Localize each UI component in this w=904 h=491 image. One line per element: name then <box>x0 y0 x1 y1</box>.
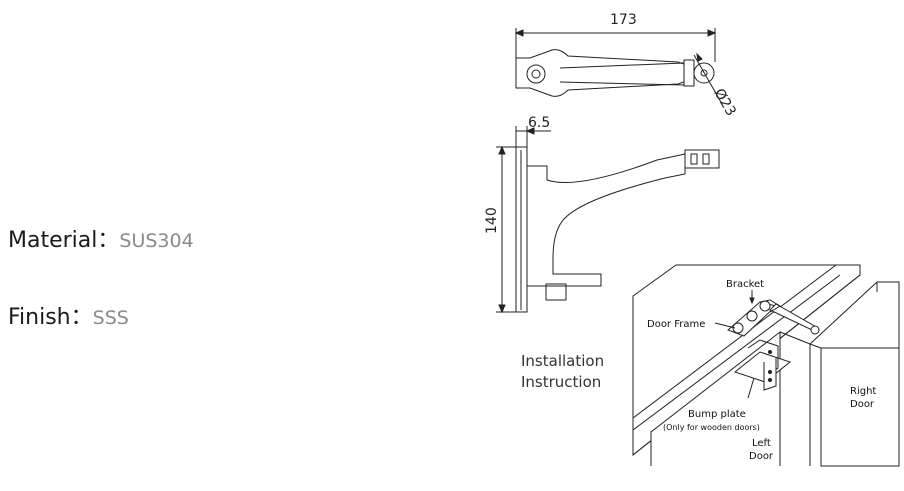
finish-spec: Finish：SSS <box>8 299 129 331</box>
installation-title-line1: Installation <box>521 352 604 370</box>
right-door-label-2: Door <box>850 399 875 410</box>
bump-plate-label: Bump plate <box>688 409 746 420</box>
length-dim-label: 173 <box>610 12 637 28</box>
roller-dim-label: Ø23 <box>711 86 739 119</box>
material-label: Material： <box>8 228 120 253</box>
door-frame-label: Door Frame <box>647 319 705 330</box>
right-door-label-1: Right <box>850 386 876 397</box>
top-view-arm <box>514 28 723 105</box>
bracket-label: Bracket <box>726 279 764 290</box>
left-door-label-2: Door <box>749 451 774 462</box>
flange-dim-label: 6.5 <box>528 115 550 131</box>
installation-diagram <box>632 264 900 467</box>
height-dim-label: 140 <box>484 207 500 234</box>
side-view-arm <box>496 126 720 314</box>
installation-title-line2: Instruction <box>521 373 601 391</box>
material-value: SUS304 <box>119 230 194 252</box>
bump-plate-note: (Only for wooden doors) <box>663 423 760 432</box>
bump-plate-part <box>733 339 792 391</box>
finish-label: Finish： <box>8 305 93 330</box>
left-door-label-1: Left <box>752 438 771 449</box>
finish-value: SSS <box>92 307 129 329</box>
bracket-part <box>727 299 820 337</box>
material-spec: Material：SUS304 <box>8 222 194 254</box>
